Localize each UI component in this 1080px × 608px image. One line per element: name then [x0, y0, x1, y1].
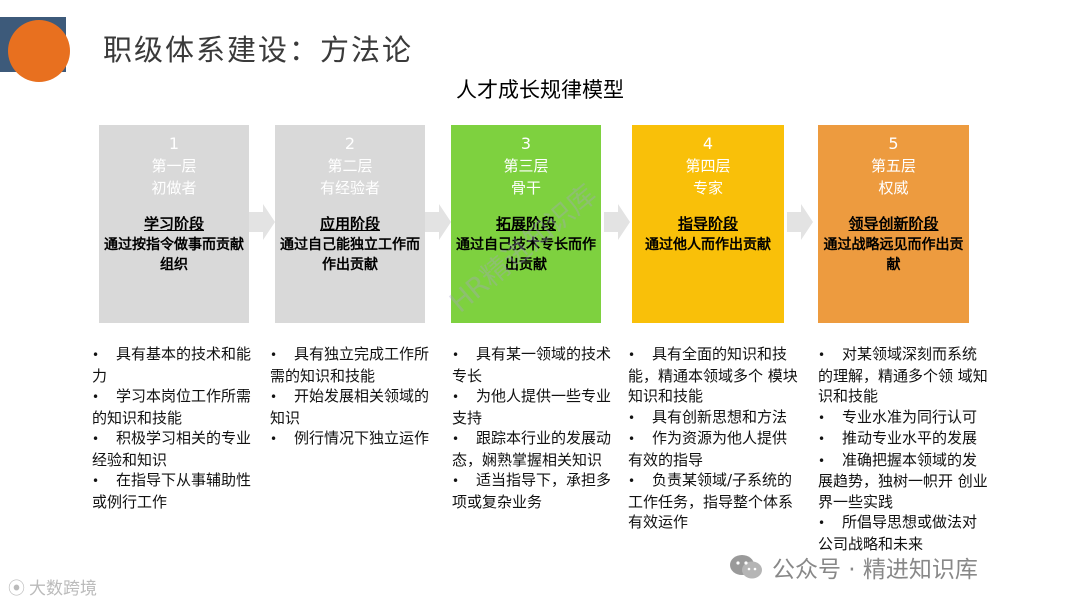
stage-phase: 领导创新阶段 — [848, 215, 939, 233]
stage-role: 专家 — [692, 179, 723, 197]
stage-description: 通过自己能独立工作而作出贡献 — [280, 237, 420, 273]
list-item: •专业水准为同行认可 — [818, 407, 988, 429]
list-item: •积极学习相关的专业经验和知识 — [92, 429, 252, 469]
bullet-icon: • — [818, 516, 826, 530]
list-item: •负责某领域/子系统的工作任务，指导整个体系有效运作 — [628, 471, 794, 531]
list-item: •具有基本的技术和能力 — [92, 345, 252, 385]
bullet-list-2: •具有独立完成工作所需的知识和技能 •开始发展相关领域的知识 •例行情况下独立运… — [270, 344, 442, 450]
bullet-icon: • — [92, 390, 100, 404]
arrow-right-icon — [249, 204, 275, 240]
page-title: 职级体系建设：方法论 — [103, 33, 414, 67]
stage-phase: 指导阶段 — [677, 215, 738, 233]
stage-level: 第五层 — [870, 157, 916, 175]
bullet-icon: • — [92, 474, 100, 488]
bullet-list-1: •具有基本的技术和能力 •学习本岗位工作所需的知识和技能 •积极学习相关的专业经… — [92, 344, 260, 512]
bullet-icon: • — [270, 432, 278, 446]
bullet-icon: • — [452, 348, 460, 362]
stage-phase: 拓展阶段 — [495, 215, 556, 233]
bullet-icon: • — [92, 348, 100, 362]
list-item: •在指导下从事辅助性或例行工作 — [92, 471, 252, 511]
stage-level: 第一层 — [151, 157, 197, 175]
list-item: •作为资源为他人提供 有效的指导 — [628, 429, 788, 469]
bullet-icon: • — [628, 348, 636, 362]
stage-description: 通过按指令做事而贡献组织 — [104, 237, 244, 273]
brand-logo-icon: ⦿ — [8, 579, 25, 599]
stage-number: 4 — [702, 134, 714, 153]
bullet-icon: • — [818, 432, 826, 446]
arrow-right-icon — [425, 204, 451, 240]
list-item: •跟踪本行业的发展动态，娴熟掌握相关知识 — [452, 429, 612, 469]
stage-role: 骨干 — [510, 179, 541, 197]
list-item: •推动专业水平的发展 — [818, 428, 988, 450]
stage-box-2: 2 第二层 有经验者 应用阶段 通过自己能独立工作而作出贡献 — [275, 125, 425, 323]
bullet-list-5: •对某领域深刻而系统 的理解，精通多个领 域知识和技能 •专业水准为同行认可 •… — [818, 344, 988, 554]
stage-box-5: 5 第五层 权威 领导创新阶段 通过战略远见而作出贡献 — [818, 125, 969, 323]
stage-description: 通过自己技术专长而作出贡献 — [456, 237, 596, 273]
bullet-icon: • — [628, 432, 636, 446]
bullet-icon: • — [628, 474, 636, 488]
stage-box-1: 1 第一层 初做者 学习阶段 通过按指令做事而贡献组织 — [99, 125, 249, 323]
stage-phase: 学习阶段 — [143, 215, 204, 233]
list-item: •例行情况下独立运作 — [270, 428, 442, 450]
stage-number: 1 — [168, 134, 180, 153]
watermark-text: 公众号 · 精进知识库 — [772, 557, 978, 583]
stage-number: 2 — [344, 134, 356, 153]
list-item: •所倡导思想或做法对 公司战略和未来 — [818, 513, 978, 553]
bullet-list-3: •具有某一领域的技术专长 •为他人提供一些专业支持 •跟踪本行业的发展动态，娴熟… — [452, 344, 624, 512]
stage-role: 有经验者 — [319, 179, 380, 197]
wechat-icon — [730, 555, 762, 579]
list-item: •开始发展相关领域的知识 — [270, 387, 430, 427]
bullet-icon: • — [818, 410, 826, 425]
list-item: •为他人提供一些专业支持 — [452, 387, 612, 427]
stage-level: 第四层 — [685, 157, 731, 175]
bullet-icon: • — [628, 410, 636, 425]
arrow-right-icon — [604, 204, 630, 240]
bullet-list-4: •具有全面的知识和技 能，精通本领域多个 模块知识和技能 •具有创新思想和方法 … — [628, 344, 806, 533]
stage-box-3: 3 第三层 骨干 拓展阶段 通过自己技术专长而作出贡献 — [451, 125, 601, 323]
stage-description: 通过战略远见而作出贡献 — [823, 237, 964, 273]
bullet-icon: • — [818, 348, 826, 362]
list-item: •适当指导下，承担多项或复杂业务 — [452, 471, 612, 511]
stage-role: 初做者 — [151, 179, 197, 197]
bullet-icon: • — [452, 474, 460, 488]
stage-number: 3 — [520, 134, 532, 153]
stage-box-4: 4 第四层 专家 指导阶段 通过他人而作出贡献 — [632, 125, 784, 323]
list-item: •对某领域深刻而系统 的理解，精通多个领 域知识和技能 — [818, 345, 988, 405]
bullet-icon: • — [818, 453, 826, 468]
stage-level: 第三层 — [503, 157, 549, 175]
stage-description: 通过他人而作出贡献 — [645, 237, 771, 253]
list-item: •学习本岗位工作所需的知识和技能 — [92, 387, 252, 427]
bullet-icon: • — [92, 432, 100, 446]
watermark-text: 大数跨境 — [29, 579, 97, 599]
bullet-icon: • — [452, 432, 460, 446]
arrow-right-icon — [787, 204, 813, 240]
stage-phase: 应用阶段 — [319, 215, 380, 233]
stage-role: 权威 — [878, 179, 909, 197]
stage-level: 第二层 — [327, 157, 373, 175]
list-item: •具有创新思想和方法 — [628, 407, 806, 429]
logo-circle-decoration — [8, 20, 70, 82]
list-item: •具有全面的知识和技 能，精通本领域多个 模块知识和技能 — [628, 345, 798, 405]
list-item: •准确把握本领域的发 展趋势，独树一帜开 创业界一些实践 — [818, 450, 988, 511]
list-item: •具有某一领域的技术专长 — [452, 345, 612, 385]
bottom-left-watermark: ⦿ 大数跨境 — [8, 574, 97, 599]
bullet-icon: • — [452, 390, 460, 404]
list-item: •具有独立完成工作所需的知识和技能 — [270, 345, 430, 385]
bullet-icon: • — [270, 348, 278, 362]
model-title: 人才成长规律模型 — [456, 78, 624, 102]
stage-number: 5 — [888, 134, 899, 153]
bullet-icon: • — [270, 390, 278, 404]
bottom-right-watermark: 公众号 · 精进知识库 — [728, 550, 978, 584]
